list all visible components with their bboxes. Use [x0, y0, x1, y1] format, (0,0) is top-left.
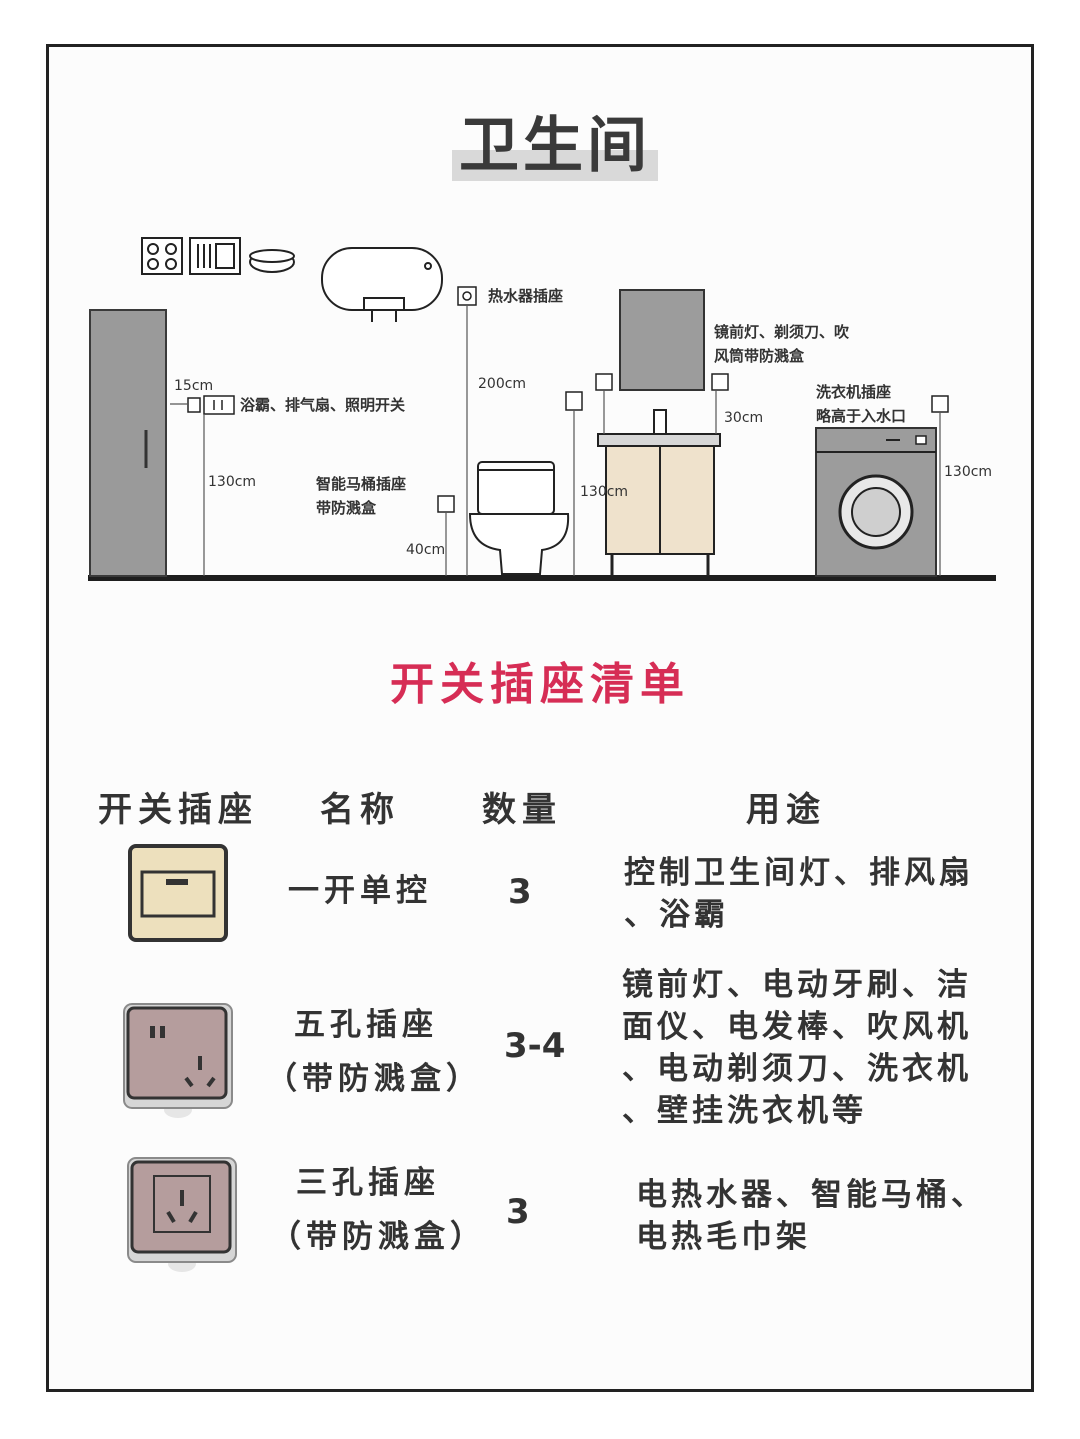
five-hole-socket-icon — [123, 1003, 233, 1118]
toilet-socket-label-line1: 智能马桶插座 — [316, 475, 407, 493]
dim-switch-height: 130cm — [208, 474, 257, 490]
row3-name-line2: （带防溅盒） — [270, 1219, 486, 1255]
row2-use-line4: 、壁挂洗衣机等 — [622, 1093, 867, 1129]
mirror-socket-label-line2: 风筒带防溅盒 — [714, 347, 805, 365]
row2-name-line1: 五孔插座 — [294, 1007, 438, 1043]
washer-socket-label-line1: 洗衣机插座 — [816, 383, 892, 401]
heater-socket-icon — [457, 286, 477, 306]
mirror-socket-right-icon — [711, 373, 729, 391]
header-qty: 数量 — [482, 790, 562, 830]
row2-qty: 3-4 — [504, 1026, 566, 1066]
header-use: 用途 — [746, 790, 826, 830]
dim-switch-side: 15cm — [174, 378, 214, 394]
exhaust-fan-icon — [189, 237, 241, 275]
single-switch-icon — [128, 844, 228, 942]
row1-qty: 3 — [508, 872, 532, 912]
vanity-illustration — [597, 409, 721, 576]
row3-use-line1: 电热水器、智能马桶、 — [636, 1177, 986, 1213]
water-heater-illustration — [321, 247, 443, 322]
row2-use-line2: 面仪、电发棒、吹风机 — [622, 1009, 972, 1045]
row1-use-line1: 控制卫生间灯、排风扇 — [624, 855, 974, 891]
row1-name: 一开单控 — [288, 873, 432, 909]
door-illustration — [89, 309, 167, 577]
header-name: 名称 — [320, 790, 400, 830]
mirror-socket-label-line1: 镜前灯、剃须刀、吹 — [714, 323, 850, 341]
row2-use-line3: 、电动剃须刀、洗衣机 — [622, 1051, 972, 1087]
row3-name-line1: 三孔插座 — [296, 1165, 440, 1201]
washer-socket-label-line2: 略高于入水口 — [816, 407, 907, 425]
row2-use-line1: 镜前灯、电动牙刷、洁 — [622, 967, 972, 1003]
dim-washer-height: 130cm — [944, 464, 993, 480]
heater-socket-label: 热水器插座 — [488, 287, 564, 305]
wall-switch-icon — [187, 395, 235, 415]
toilet-socket-label-line2: 带防溅盒 — [316, 499, 377, 517]
dim-heater-height: 200cm — [478, 376, 527, 392]
dim-vanity-height: 130cm — [580, 484, 629, 500]
washing-machine-illustration — [815, 427, 937, 577]
row2-name-line2: （带防溅盒） — [266, 1061, 482, 1097]
ceiling-light-icon — [249, 249, 295, 273]
row3-qty: 3 — [506, 1192, 530, 1232]
row3-use-line2: 电热毛巾架 — [636, 1219, 811, 1255]
page-title: 卫生间 — [452, 108, 658, 184]
bath-heater-icon — [141, 237, 183, 275]
mirror-illustration — [619, 289, 705, 391]
dim-toilet-height: 40cm — [406, 542, 446, 558]
row1-use-line2: 、浴霸 — [624, 897, 729, 933]
toilet-illustration — [468, 461, 570, 575]
section-title: 开关插座清单 — [390, 659, 690, 710]
switch-label: 浴霸、排气扇、照明开关 — [240, 396, 406, 414]
header-type: 开关插座 — [98, 790, 258, 830]
three-hole-socket-icon — [127, 1157, 237, 1272]
dim-mirror-offset: 30cm — [724, 410, 764, 426]
